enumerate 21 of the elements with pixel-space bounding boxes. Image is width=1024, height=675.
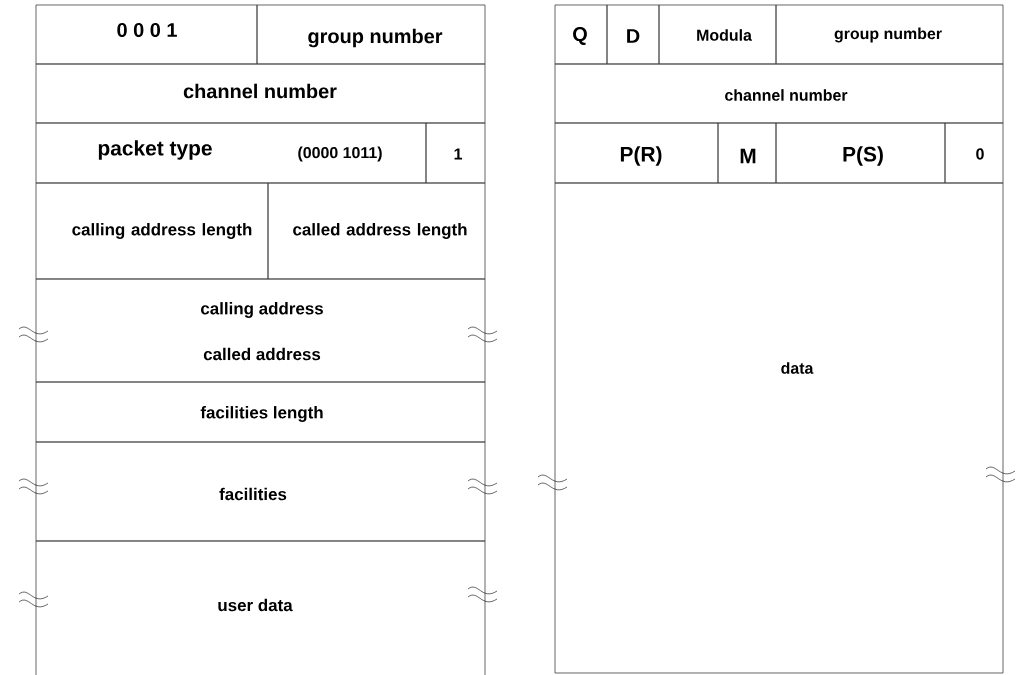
field-cell: facilities: [35, 441, 486, 542]
field-cell: P(S): [775, 122, 946, 184]
field-cell: calling address length: [35, 182, 269, 280]
field-cell: facilities length: [35, 381, 486, 443]
field-cell: channel number: [35, 63, 486, 124]
field-cell: data: [554, 182, 1004, 674]
field-cell: group number: [256, 4, 486, 65]
field-cell: Q: [554, 4, 608, 65]
field-cell: channel number: [554, 63, 1004, 124]
field-cell: called address length: [267, 182, 486, 280]
field-cell: P(R): [554, 122, 719, 184]
field-cell: D: [606, 4, 660, 65]
field-cell: 0 0 0 1: [35, 4, 258, 65]
field-cell: Modula: [658, 4, 777, 65]
field-cell: M: [717, 122, 777, 184]
field-cell: group number: [775, 4, 1004, 65]
field-cell: calling address called address: [35, 278, 486, 383]
field-cell: 1: [425, 122, 486, 184]
field-cell: user data: [35, 540, 486, 675]
field-cell: packet type (0000 1011): [35, 122, 427, 184]
field-cell: 0: [944, 122, 1004, 184]
